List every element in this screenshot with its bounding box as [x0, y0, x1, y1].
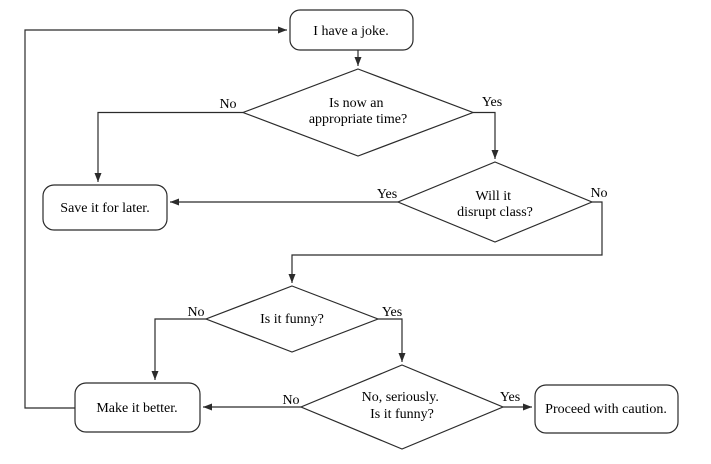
node-seriously-label: No, seriously. Is it funny? — [362, 390, 443, 422]
edge-time-yes-to-disrupt — [473, 111, 499, 159]
node-time-label: Is now an appropriate time? — [309, 96, 407, 127]
edge-disrupt-no-to-funny — [288, 201, 603, 283]
edge-label-time-yes: Yes — [482, 95, 502, 110]
node-start-box — [289, 9, 414, 51]
node-proceed-label: Proceed with caution. — [545, 402, 667, 417]
edge-time-no-to-save — [94, 111, 243, 182]
edge-funny-no-to-better — [151, 318, 206, 380]
node-disrupt-diamond — [396, 161, 594, 243]
node-disrupt-label: Will it disrupt class? — [457, 189, 533, 220]
node-funny-diamond — [204, 285, 380, 353]
node-better-label: Make it better. — [96, 401, 177, 416]
node-save-box — [42, 184, 168, 231]
edge-label-time-no: No — [219, 97, 236, 112]
node-funny-label: Is it funny? — [260, 312, 324, 327]
edge-label-seriously-yes: Yes — [500, 390, 520, 405]
node-seriously-diamond — [299, 364, 505, 450]
edge-label-funny-no: No — [187, 305, 204, 320]
edge-label-funny-yes: Yes — [382, 305, 402, 320]
node-proceed-box — [534, 384, 679, 434]
node-save-label: Save it for later. — [60, 201, 149, 216]
edge-label-seriously-no: No — [282, 393, 299, 408]
node-better-box — [74, 382, 201, 433]
edge-label-disrupt-no: No — [590, 186, 607, 201]
edge-funny-yes-to-seriously — [378, 318, 406, 362]
edge-label-disrupt-yes: Yes — [377, 187, 397, 202]
node-time-diamond — [241, 68, 475, 157]
edge-better-loop-to-start — [24, 26, 287, 409]
node-start-label: I have a joke. — [313, 24, 388, 39]
